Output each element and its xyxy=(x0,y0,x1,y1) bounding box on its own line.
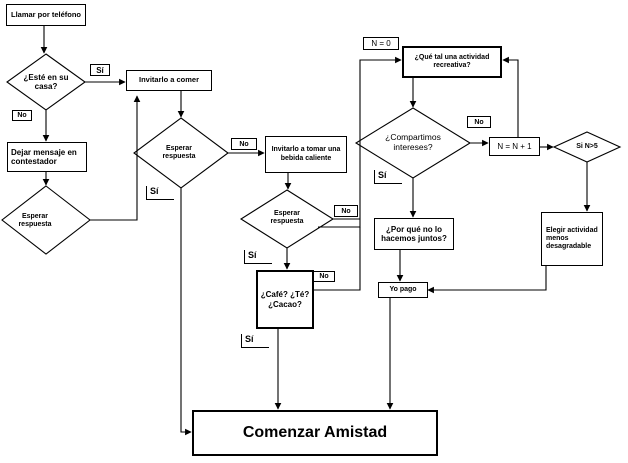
si-respuesta-3-text: Sí xyxy=(248,250,257,260)
por-que-no-text: ¿Por qué no lo hacemos juntos? xyxy=(381,224,447,243)
si-cafe-label: Sí xyxy=(241,334,269,348)
no-intereses-label: No xyxy=(467,116,491,128)
comenzar-amistad-text: Comenzar Amistad xyxy=(242,423,388,441)
si-respuesta-3-label: Sí xyxy=(244,250,272,264)
si-intereses-text: Sí xyxy=(378,170,387,180)
esperar-respuesta-2-text: Esperar respuesta xyxy=(162,144,196,160)
por-que-no-box: ¿Por qué no lo hacemos juntos? xyxy=(374,218,454,250)
yo-pago-box: Yo pago xyxy=(378,282,428,298)
que-tal-actividad-text: ¿Qué tal una actividad recreativa? xyxy=(414,53,490,69)
no-respuesta-3-text: No xyxy=(341,207,351,215)
cafe-te-cacao-text: ¿Café? ¿Té? ¿Cacao? xyxy=(260,290,310,309)
si-n-5-text-wrap: Si N>5 xyxy=(565,140,609,154)
esperar-respuesta-3-text: Esperar respuesta xyxy=(270,209,304,225)
esperar-respuesta-1-text: Esperar respuesta xyxy=(18,212,52,228)
no-casa-text: No xyxy=(17,112,27,119)
no-respuesta-2-label: No xyxy=(231,138,257,150)
esperar-respuesta-1-text-wrap: Esperar respuesta xyxy=(10,210,60,232)
comenzar-amistad-box: Comenzar Amistad xyxy=(192,410,438,456)
si-n-5-text: Si N>5 xyxy=(576,142,598,150)
si-intereses-label: Sí xyxy=(374,170,402,184)
compartimos-intereses-text-wrap: ¿Compartimos intereses? xyxy=(378,131,448,155)
si-respuesta-2-text: Sí xyxy=(150,186,159,196)
esta-en-casa-text: ¿Esté en su casa? xyxy=(23,72,69,91)
invitarlo-bebida-box: Invitarlo a tomar una bebida caliente xyxy=(265,136,347,173)
invitarlo-comer-text: Invitarlo a comer xyxy=(138,75,200,85)
llamar-por-telefono-text: Llamar por teléfono xyxy=(10,9,81,19)
n-igual-0-box: N = 0 xyxy=(363,37,399,50)
si-casa-text: Sí xyxy=(96,65,104,75)
invitarlo-bebida-text: Invitarlo a tomar una bebida caliente xyxy=(271,146,341,162)
esperar-respuesta-1-diamond xyxy=(1,185,91,255)
llamar-por-telefono-box: Llamar por teléfono xyxy=(6,4,86,26)
no-casa-label: No xyxy=(12,110,32,121)
dejar-mensaje-text: Dejar mensaje en contestador xyxy=(11,147,77,166)
si-cafe-text: Sí xyxy=(245,334,254,344)
no-cafe-text: No xyxy=(319,273,329,280)
cafe-te-cacao-box: ¿Café? ¿Té? ¿Cacao? xyxy=(256,270,314,329)
n-mas-1-text: N = N + 1 xyxy=(497,141,532,151)
compartimos-intereses-text: ¿Compartimos intereses? xyxy=(385,132,441,152)
si-casa-label: Sí xyxy=(90,64,110,76)
esta-en-casa-text-wrap: ¿Esté en su casa? xyxy=(20,70,72,94)
no-respuesta-3-label: No xyxy=(334,205,358,217)
no-intereses-text: No xyxy=(474,118,484,126)
yo-pago-text: Yo pago xyxy=(389,285,417,293)
esperar-respuesta-3-text-wrap: Esperar respuesta xyxy=(262,207,312,229)
que-tal-actividad-box: ¿Qué tal una actividad recreativa? xyxy=(402,46,502,78)
no-cafe-label: No xyxy=(313,271,335,282)
elegir-actividad-box: Elegir actividad menos desagradable xyxy=(541,212,603,266)
si-respuesta-2-label: Sí xyxy=(146,186,174,200)
no-respuesta-2-text: No xyxy=(239,140,249,148)
n-igual-0-text: N = 0 xyxy=(371,38,391,48)
n-mas-1-box: N = N + 1 xyxy=(489,137,540,156)
elegir-actividad-text: Elegir actividad menos desagradable xyxy=(546,226,598,251)
invitarlo-comer-box: Invitarlo a comer xyxy=(126,70,212,91)
esperar-respuesta-2-text-wrap: Esperar respuesta xyxy=(154,142,204,164)
dejar-mensaje-box: Dejar mensaje en contestador xyxy=(7,142,87,172)
